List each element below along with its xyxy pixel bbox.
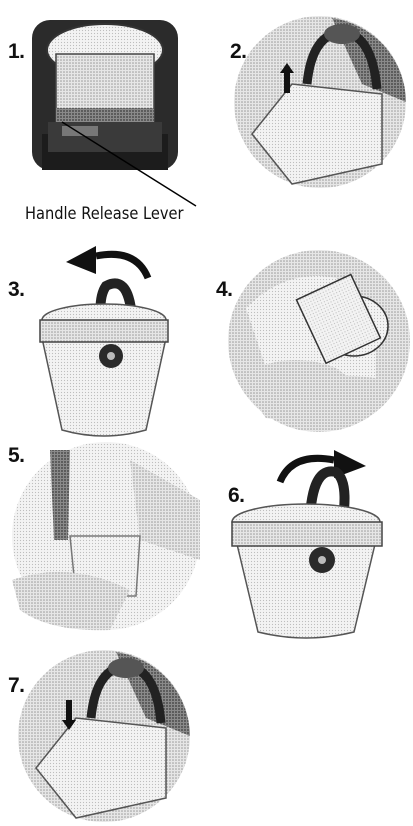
callout-leader-line xyxy=(60,120,200,210)
rotate-left-arrow-icon xyxy=(66,244,156,284)
bowl-handle-left-illustration xyxy=(36,280,176,440)
bowl-handle-right-illustration xyxy=(226,464,386,644)
down-arrow-icon xyxy=(62,700,76,730)
up-arrow-icon xyxy=(280,63,294,93)
lift-canister-illustration xyxy=(232,14,408,190)
reinstall-canister-illustration xyxy=(16,648,192,824)
step-1-number: 1. xyxy=(8,40,25,64)
empty-bowl-illustration xyxy=(226,248,412,434)
handle-release-lever-label: Handle Release Lever xyxy=(25,204,184,224)
step-3-number: 3. xyxy=(8,278,25,302)
rinse-bowl-illustration xyxy=(10,440,202,632)
